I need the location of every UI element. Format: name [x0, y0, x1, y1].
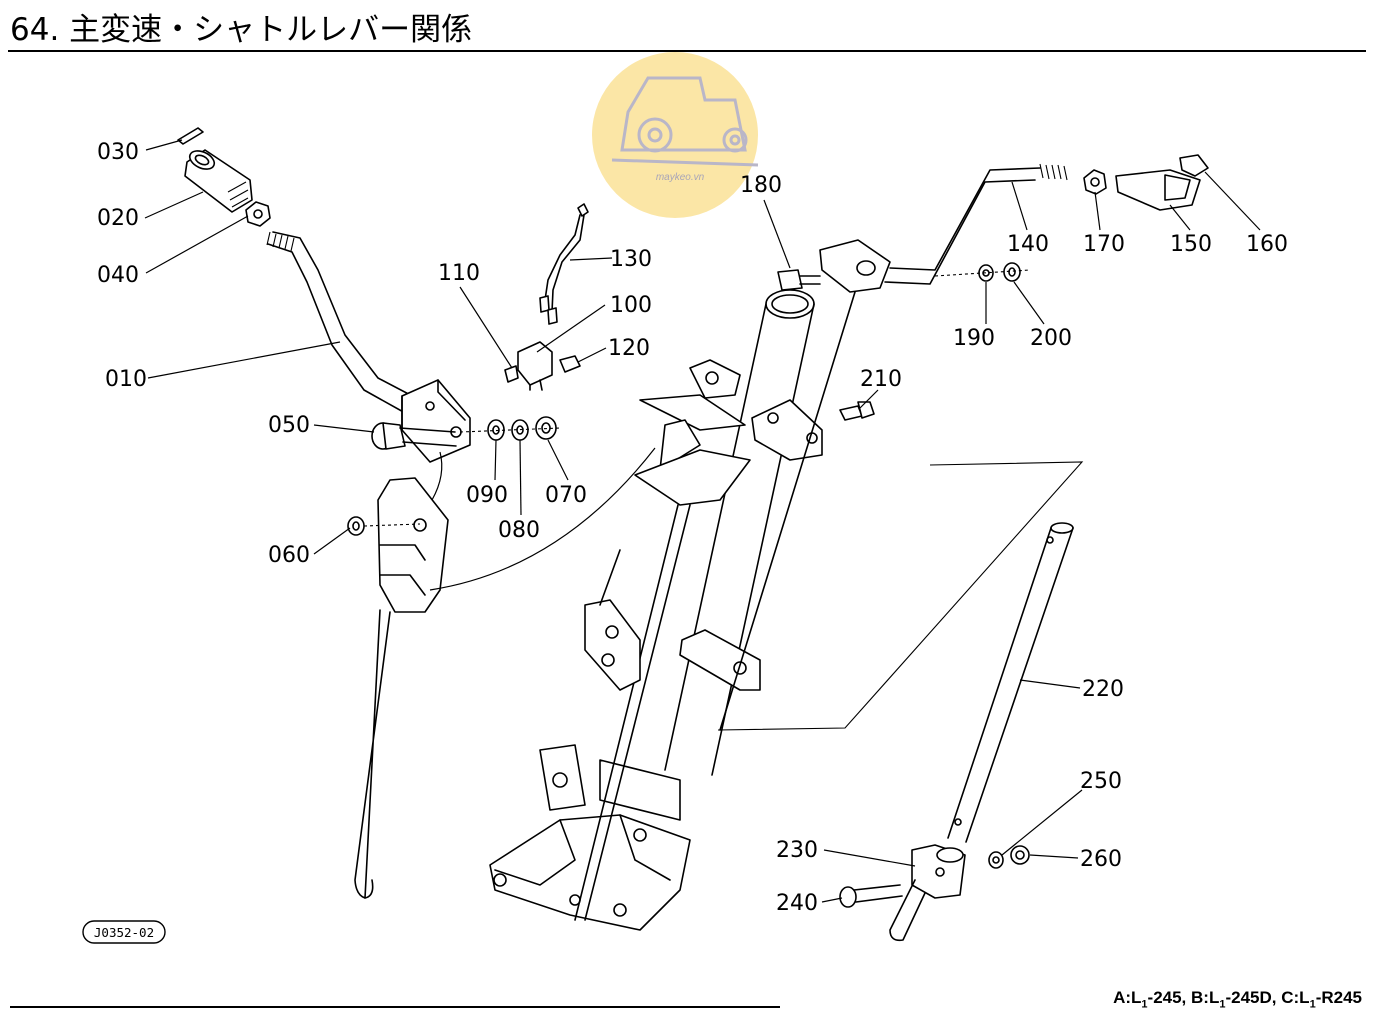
- label-250: 250: [1080, 769, 1122, 794]
- label-260: 260: [1080, 847, 1122, 872]
- knob-150: [1115, 169, 1201, 211]
- label-130: 130: [610, 247, 652, 272]
- harness-130: [539, 203, 589, 325]
- label-190: 190: [953, 326, 995, 351]
- drawing-code-badge: J0352-02: [82, 920, 166, 944]
- label-050: 050: [268, 413, 310, 438]
- nut-200: [1003, 262, 1021, 282]
- lever-010: [266, 231, 471, 463]
- nut-170: [1083, 169, 1107, 195]
- part-labels: 030 020 040 010 050 060 090 080 070 110 …: [97, 140, 1288, 916]
- model-applicability: A:L1-245, B:L1-245D, C:L1-R245: [1113, 988, 1362, 1011]
- arm-230: [889, 844, 966, 942]
- page-title: 64. 主変速・シャトルレバー関係: [10, 12, 473, 48]
- lever-140: [719, 163, 1068, 731]
- label-230: 230: [776, 838, 818, 863]
- label-240: 240: [776, 891, 818, 916]
- washer-090: [487, 419, 505, 441]
- bracket-210-area: [751, 399, 823, 461]
- knob-020: [184, 149, 253, 213]
- bolt-180: [777, 269, 821, 291]
- watermark: maykeo.vn: [592, 52, 759, 218]
- washer-250: [988, 851, 1004, 869]
- nut-260: [1010, 845, 1030, 865]
- title-underline: [8, 50, 1366, 52]
- label-040: 040: [97, 263, 139, 288]
- label-080: 080: [498, 518, 540, 543]
- label-090: 090: [466, 483, 508, 508]
- label-160: 160: [1246, 232, 1288, 257]
- rod-220: [947, 522, 1074, 843]
- label-200: 200: [1030, 326, 1072, 351]
- footer-rule: [10, 1006, 780, 1008]
- label-060: 060: [268, 543, 310, 568]
- label-220: 220: [1082, 677, 1124, 702]
- bolt-240: [839, 884, 903, 908]
- label-070: 070: [545, 483, 587, 508]
- label-110: 110: [438, 261, 480, 286]
- label-140: 140: [1007, 232, 1049, 257]
- screw-120: [559, 355, 581, 373]
- cap-160: [1179, 154, 1209, 177]
- leader-lines: [144, 139, 1261, 903]
- label-150: 150: [1170, 232, 1212, 257]
- watermark-text: maykeo.vn: [656, 172, 705, 183]
- drawing-code: J0352-02: [94, 925, 154, 940]
- pin-030: [177, 127, 204, 145]
- tractor-icon: [611, 76, 759, 167]
- left-shaft: [354, 477, 449, 899]
- label-010: 010: [105, 367, 147, 392]
- steering-column: [489, 289, 815, 931]
- label-120: 120: [608, 336, 650, 361]
- bolt-210: [839, 401, 875, 421]
- label-100: 100: [610, 293, 652, 318]
- label-020: 020: [97, 206, 139, 231]
- label-210: 210: [860, 367, 902, 392]
- nut-040: [245, 201, 271, 227]
- switch-100: [504, 341, 553, 391]
- bolt-050: [371, 422, 457, 450]
- washer-060: [347, 516, 421, 536]
- label-030: 030: [97, 140, 139, 165]
- label-180: 180: [740, 173, 782, 198]
- nut-070: [535, 416, 557, 440]
- label-170: 170: [1083, 232, 1125, 257]
